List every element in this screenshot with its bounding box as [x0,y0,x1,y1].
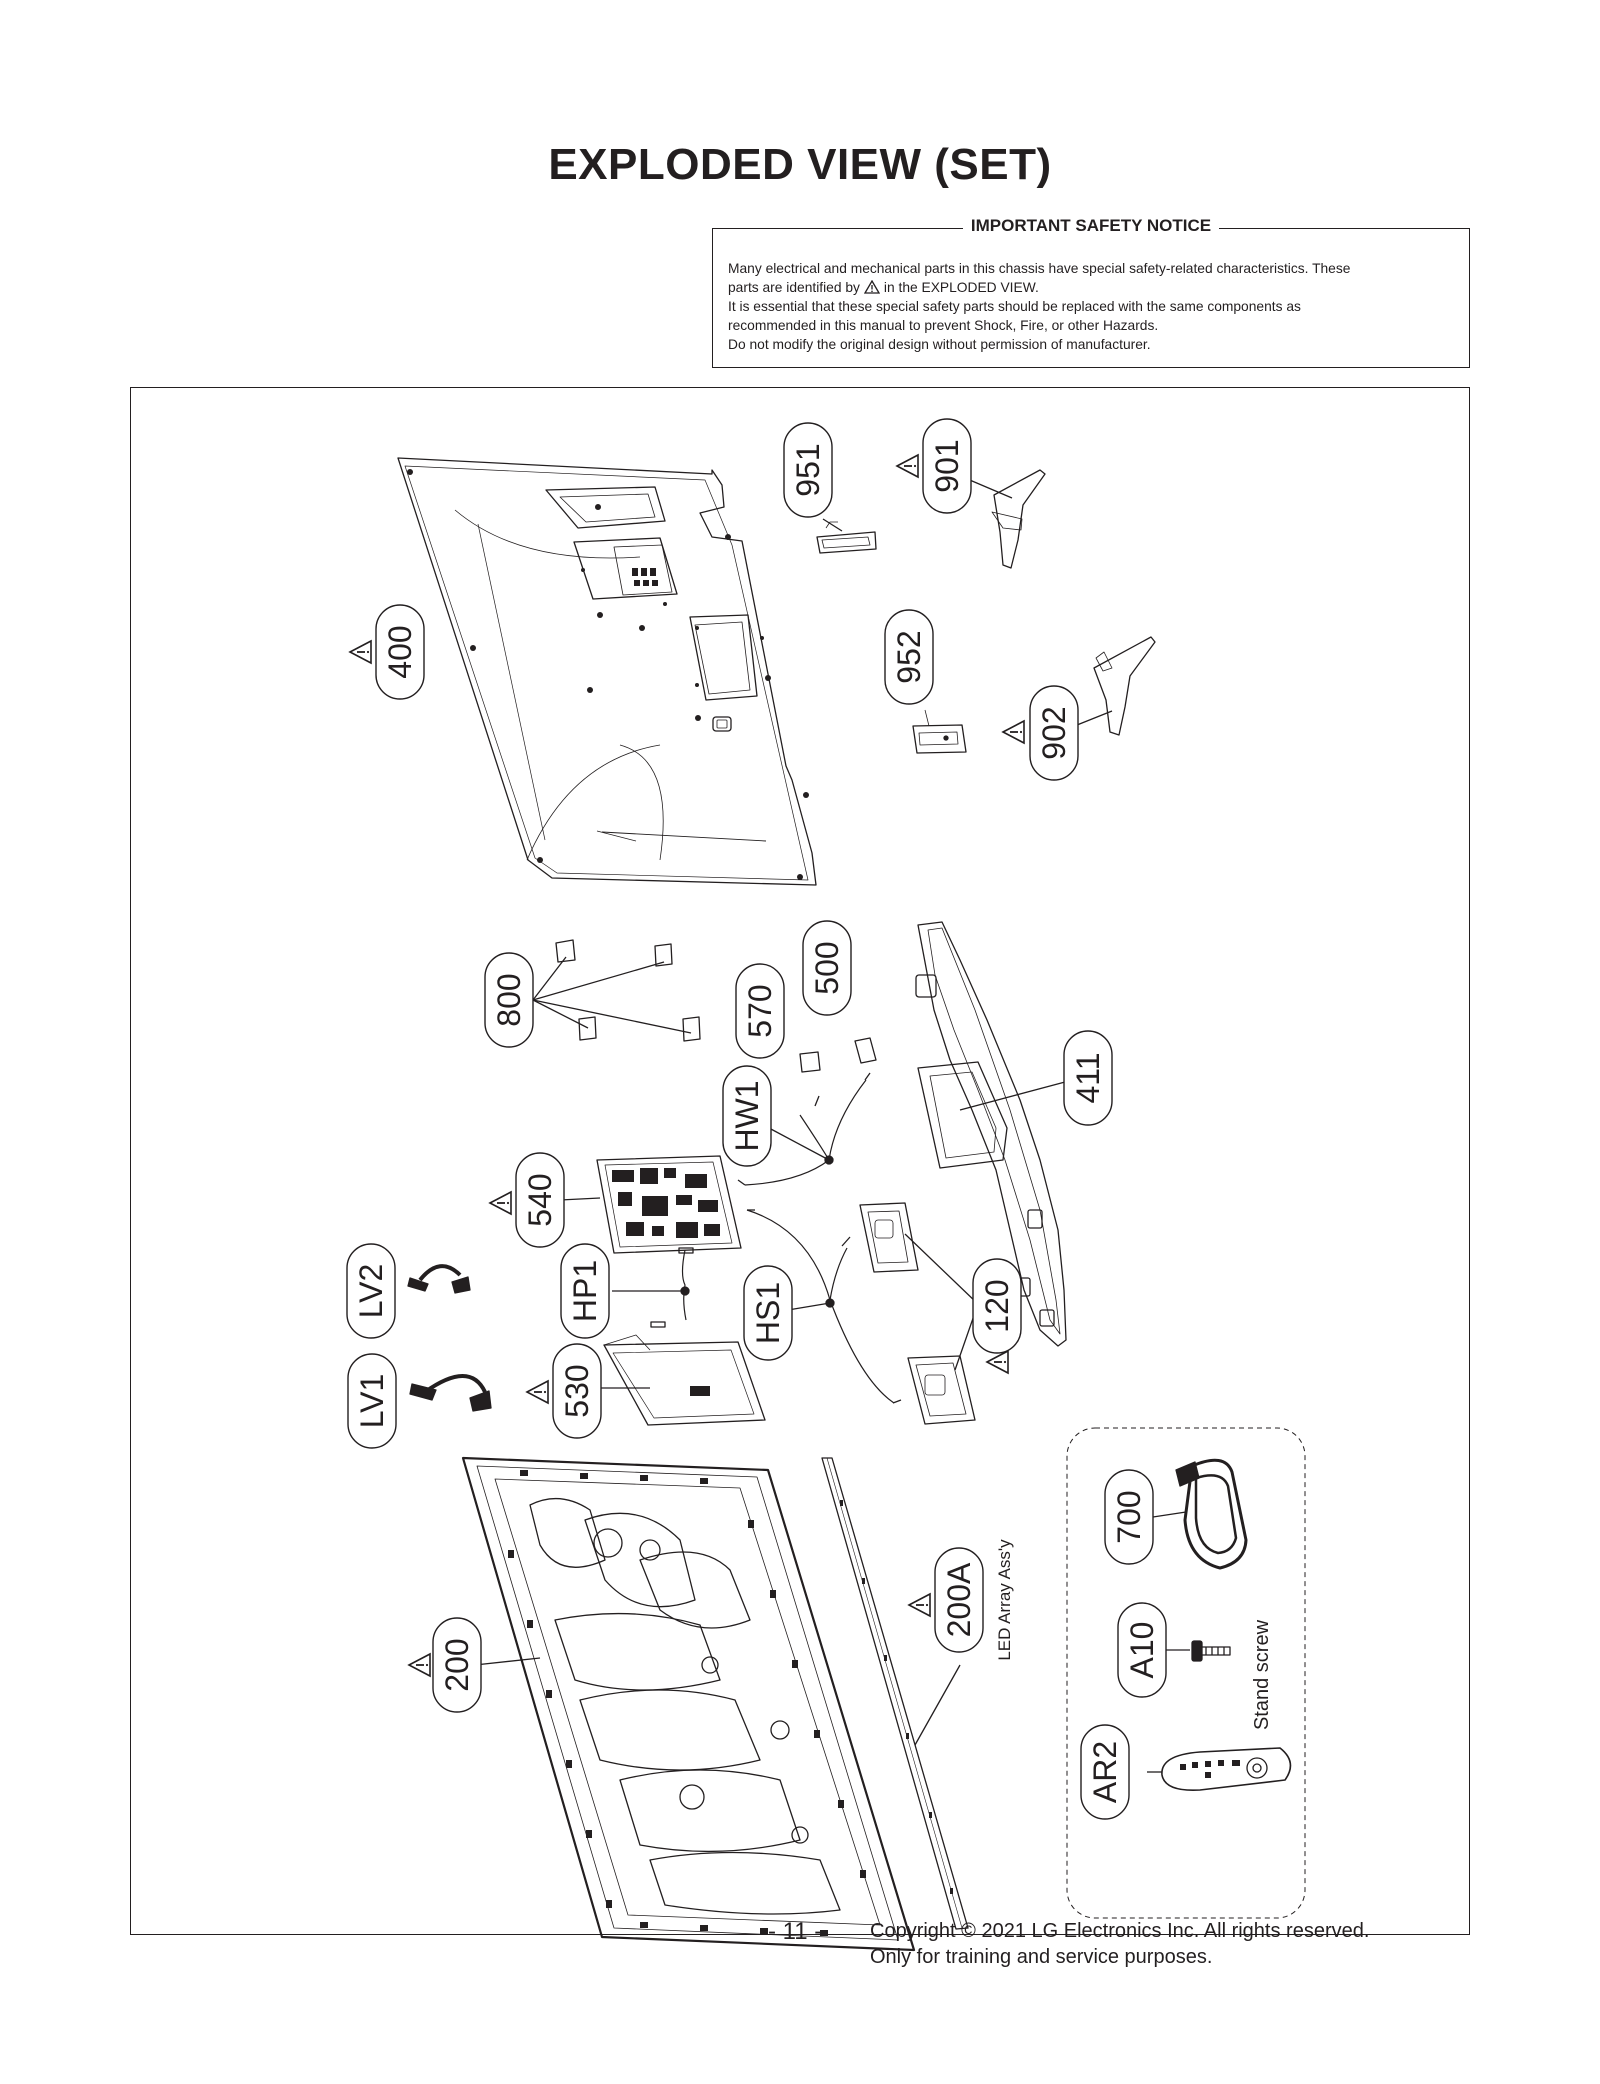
notice-line: It is essential that these special safet… [728,299,1301,314]
safety-notice-box: IMPORTANT SAFETY NOTICE Many electrical … [712,216,1470,368]
warning-triangle-icon [908,1593,931,1617]
stand-screw-note: Stand screw [1251,1619,1273,1730]
callout-a10: A10 [1117,1602,1167,1698]
screw-a10-drawing [1152,1640,1231,1662]
part-952-drawing [912,709,967,754]
copyright-notice: Copyright © 2021 LG Electronics Inc. All… [870,1918,1369,1970]
callout-400: 400 [375,604,425,700]
warning-triangle-icon [489,1191,512,1215]
frame-200-drawing [461,1456,916,1952]
svg-text:530: 530 [559,1364,595,1417]
svg-text:LV1: LV1 [354,1374,390,1429]
callout-530: 530 [552,1343,602,1439]
svg-text:A10: A10 [1124,1622,1160,1679]
svg-text:400: 400 [382,625,418,678]
notice-line: Many electrical and mechanical parts in … [728,261,1351,276]
callout-570: 570 [735,963,785,1059]
speakers-120-drawing [859,1202,979,1425]
safety-notice-heading: IMPORTANT SAFETY NOTICE [713,216,1469,236]
svg-text:540: 540 [522,1173,558,1226]
warning-triangle-icon [863,280,880,294]
clips-800-drawing [532,939,701,1042]
callout-hw1: HW1 [722,1065,772,1167]
callout-540: 540 [515,1152,565,1248]
back-cover-drawing [397,457,817,886]
remote-ar2-drawing [1147,1747,1292,1792]
notice-line: recommended in this manual to prevent Sh… [728,318,1159,333]
callout-200a: 200A [934,1547,984,1653]
training-line: Only for training and service purposes. [870,1946,1213,1968]
cable-lv2-drawing [407,1264,471,1294]
svg-text:952: 952 [891,630,927,683]
callout-120: 120 [972,1258,1022,1354]
callout-hp1: HP1 [560,1243,610,1339]
svg-text:902: 902 [1036,706,1072,759]
notice-line: Do not modify the original design withou… [728,337,1151,352]
part-411-drawing [915,921,1067,1347]
warning-triangle-icon [986,1350,1009,1374]
svg-text:700: 700 [1111,1490,1147,1543]
svg-text:951: 951 [790,443,826,496]
svg-text:901: 901 [929,439,965,492]
callout-411: 411 [1063,1030,1113,1126]
cable-lv1-drawing [409,1374,492,1412]
callout-hs1: HS1 [743,1265,793,1361]
page-title: EXPLODED VIEW (SET) [548,140,1052,189]
accessories-box [1066,1427,1306,1919]
svg-text:AR2: AR2 [1087,1741,1123,1803]
svg-text:120: 120 [979,1279,1015,1332]
callout-902: 902 [1029,685,1079,781]
svg-text:500: 500 [809,941,845,994]
svg-text:200A: 200A [941,1562,977,1637]
callout-200: 200 [432,1617,482,1713]
svg-text:570: 570 [742,984,778,1037]
svg-text:HW1: HW1 [729,1080,765,1151]
warning-triangle-icon [349,640,372,664]
warning-triangle-icon [408,1653,431,1677]
svg-text:HS1: HS1 [750,1282,786,1344]
callout-lv2: LV2 [346,1243,396,1339]
page-number: - 11 - [768,1918,823,1945]
callout-951: 951 [783,422,833,518]
callout-952: 952 [884,609,934,705]
svg-text:411: 411 [1070,1052,1106,1103]
callout-ar2: AR2 [1080,1724,1130,1820]
power-board-530-drawing [576,1334,766,1426]
main-board-540-drawing [559,1155,755,1254]
exploded-view-frame [130,387,1470,1935]
callout-700: 700 [1104,1469,1154,1565]
part-951-drawing [816,518,877,554]
warning-triangle-icon [1002,720,1025,744]
callout-901: 901 [922,418,972,514]
svg-text:200: 200 [439,1638,475,1691]
warning-triangle-icon [526,1380,549,1404]
warning-triangle-icon [896,454,919,478]
callout-lv1: LV1 [347,1353,397,1449]
copyright-line: Copyright © 2021 LG Electronics Inc. All… [870,1920,1370,1942]
svg-text:LV2: LV2 [353,1264,389,1319]
callout-500: 500 [802,920,852,1016]
svg-text:HP1: HP1 [567,1260,603,1322]
stand-901-drawing [964,469,1046,569]
cable-700-drawing [1152,1458,1248,1570]
svg-text:800: 800 [491,973,527,1026]
led-array-note: LED Array Ass'y [995,1539,1014,1661]
callout-800: 800 [484,952,534,1048]
safety-notice-body: Many electrical and mechanical parts in … [728,259,1454,354]
part-570-500-drawing [744,1037,877,1186]
cables-hp1-hs1-drawing [612,1209,902,1404]
led-bar-200a-drawing [821,1457,969,1930]
